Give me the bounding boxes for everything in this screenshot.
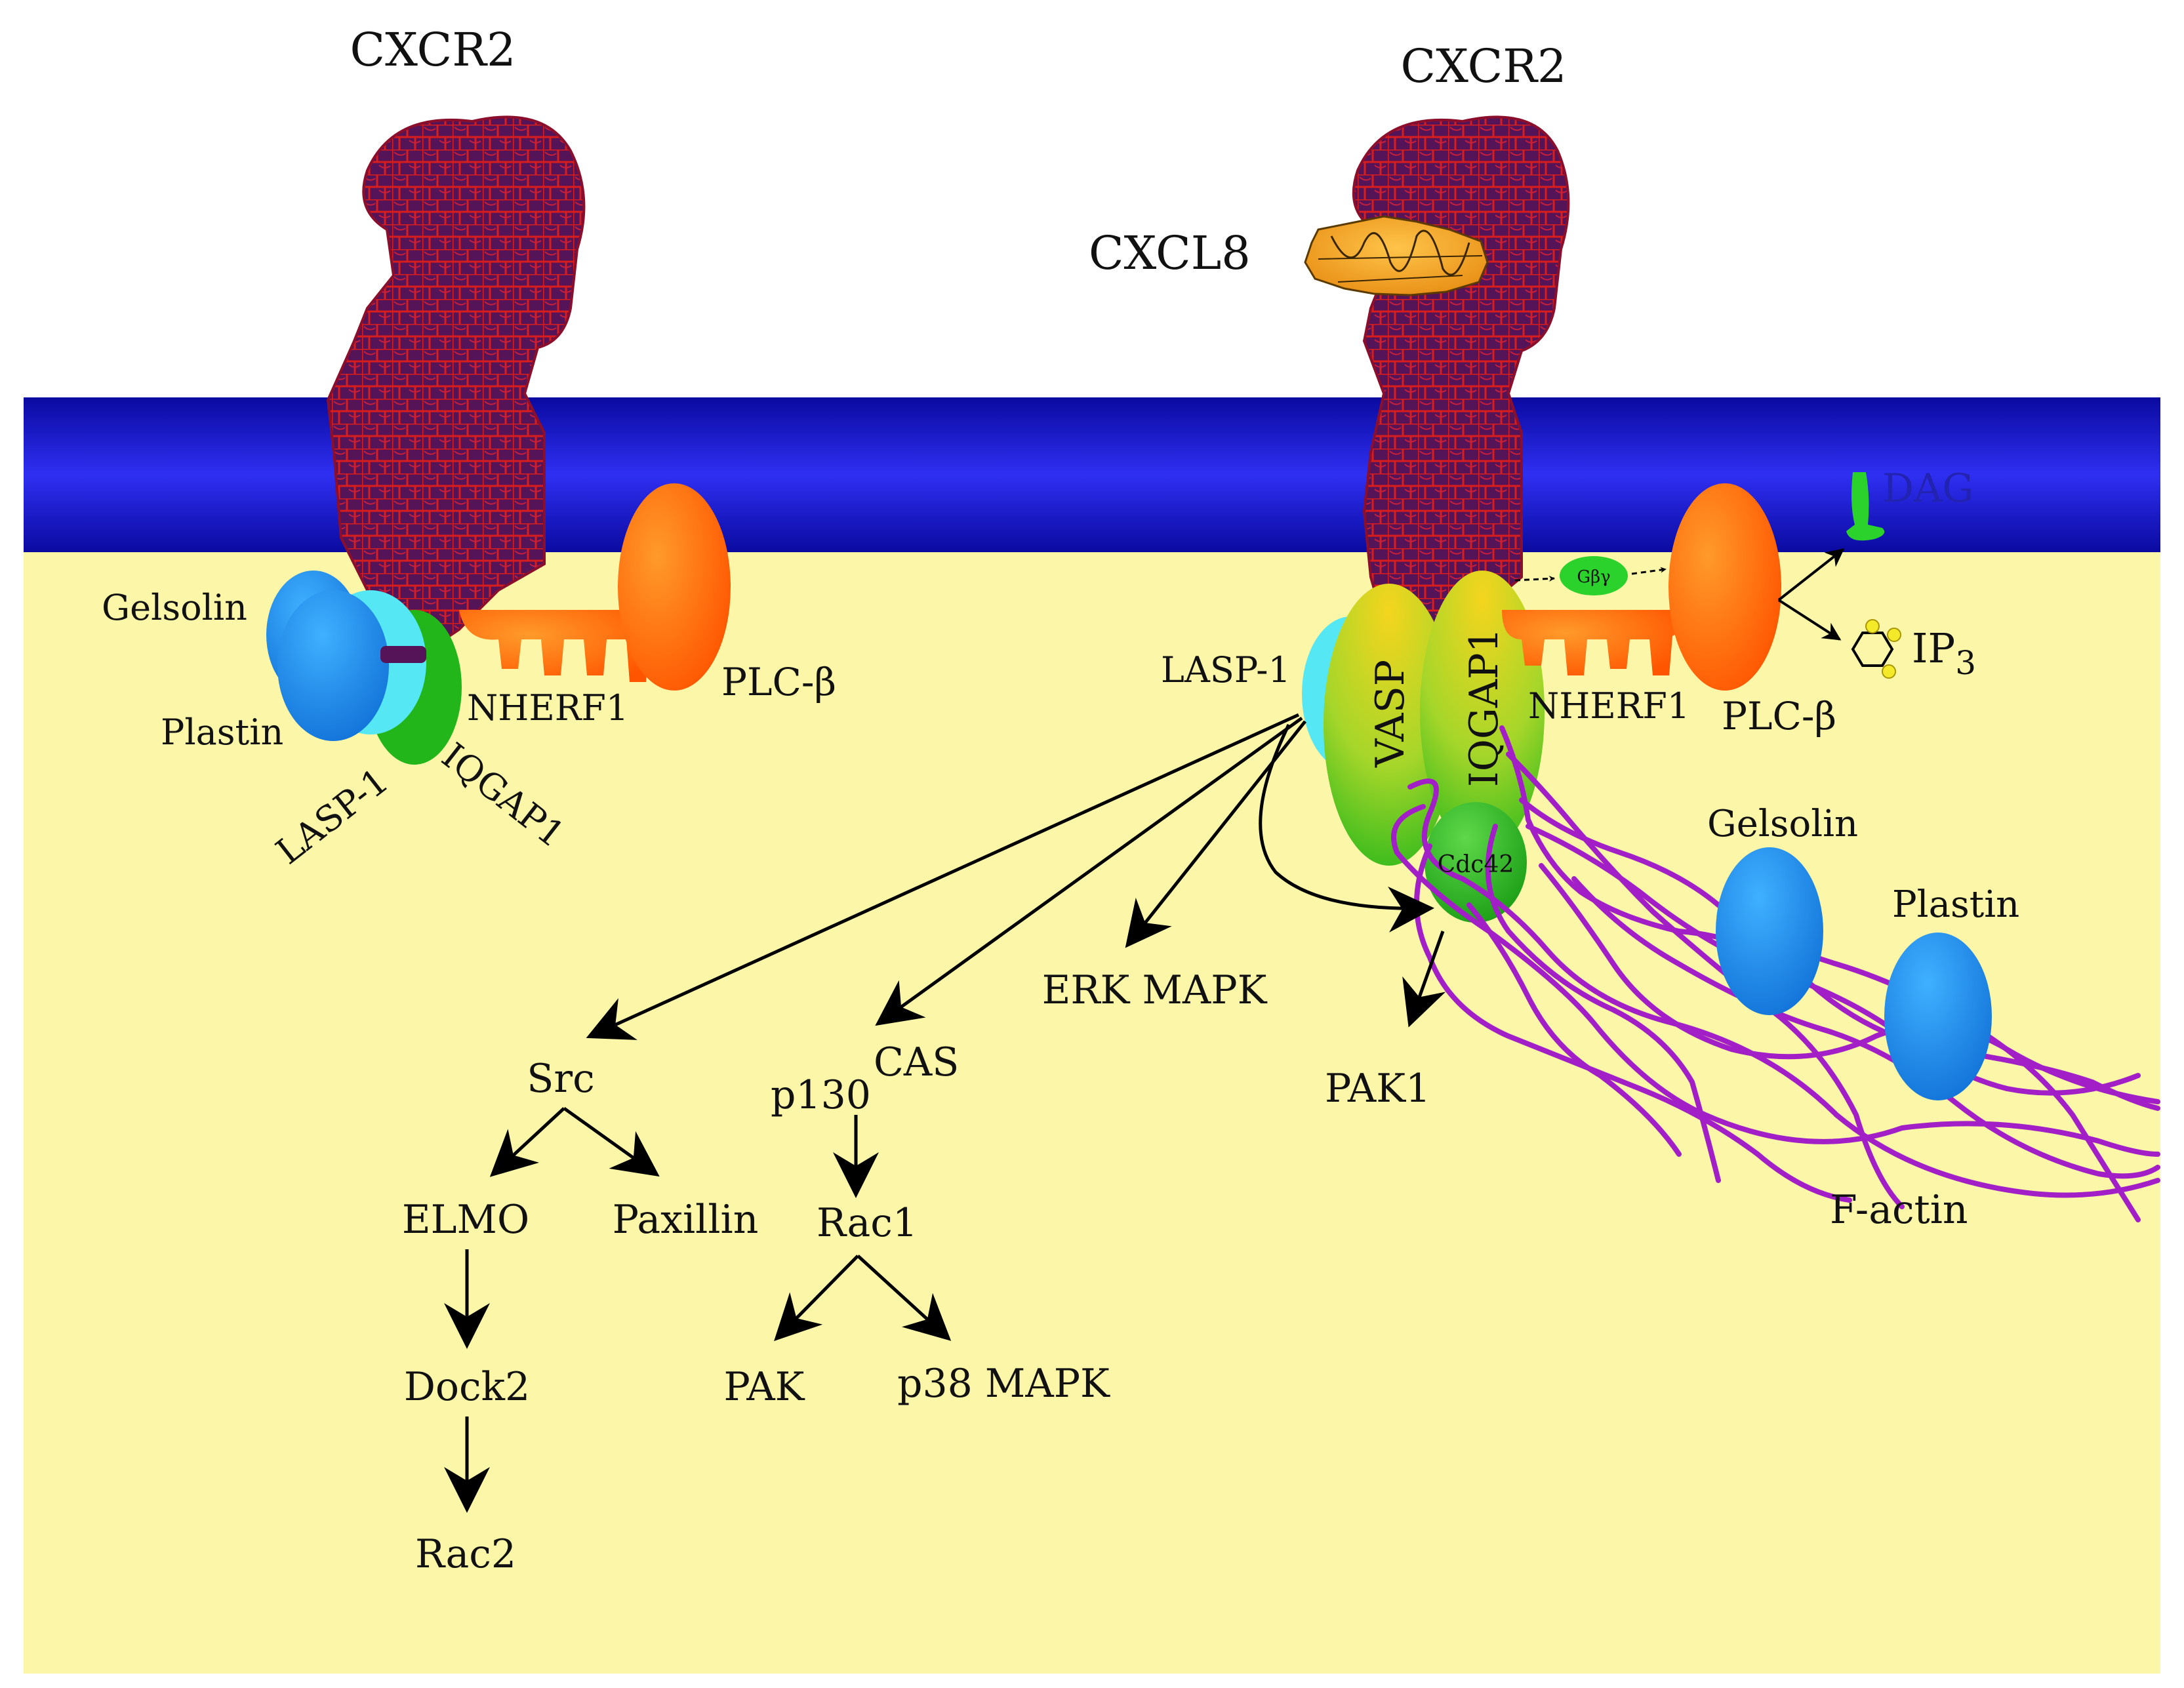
left-plc-beta-label: PLC-β	[721, 660, 836, 704]
right-lasp1-label: LASP-1	[1161, 649, 1291, 691]
erk-mapk-label: ERK MAPK	[1042, 967, 1268, 1013]
lasp1-to-src-arrow	[586, 713, 1300, 1040]
lasp1-to-cdc42-arrow	[1259, 723, 1434, 933]
right-gelsolin-protein	[1716, 847, 1823, 1015]
left-nherf1-label: NHERF1	[467, 687, 628, 729]
downstream-pathway-arrows	[444, 1106, 952, 1513]
left-receptor-linker	[380, 646, 426, 663]
left-plc-beta-protein	[618, 483, 731, 691]
plc-to-ip3-arrow	[1777, 599, 1842, 641]
right-plastin-label: Plastin	[1892, 883, 2019, 926]
gby-output-arrow	[1631, 567, 1667, 575]
pak-label: PAK	[723, 1364, 805, 1410]
rac1-to-p38-arrow	[857, 1255, 952, 1341]
p38-mapk-label: p38 MAPK	[897, 1361, 1110, 1407]
right-plastin-protein	[1884, 933, 1992, 1100]
left-gelsolin-label: Gelsolin	[102, 587, 247, 628]
right-cxcr2-label: CXCR2	[1401, 39, 1567, 93]
left-plastin-label: Plastin	[161, 712, 283, 753]
cxcl8-ligand	[1304, 215, 1489, 296]
gby-input-arrow	[1514, 575, 1555, 582]
right-plc-beta-protein	[1668, 483, 1781, 691]
cas-label: CAS	[874, 1039, 959, 1085]
left-cxcr2-receptor	[326, 115, 586, 658]
left-nherf1-protein	[459, 610, 658, 682]
cdc42-to-pak1-arrow	[1402, 931, 1446, 1028]
right-plc-beta-label: PLC-β	[1722, 694, 1836, 738]
right-iqgap1-label: IQGAP1	[1461, 628, 1507, 787]
cxcl8-label: CXCL8	[1089, 226, 1251, 280]
right-iqgap1-protein	[1420, 571, 1545, 853]
left-plastin-protein	[277, 590, 389, 741]
rac2-label: Rac2	[415, 1531, 516, 1577]
right-nherf1-label: NHERF1	[1528, 685, 1689, 727]
paxillin-label: Paxillin	[613, 1197, 759, 1243]
dag-label: DAG	[1882, 466, 1973, 512]
left-cxcr2-label: CXCR2	[350, 23, 516, 77]
rac1-to-pak-arrow	[774, 1255, 859, 1341]
f-actin-filaments	[1391, 725, 2160, 1222]
dag-lipid	[1846, 472, 1885, 541]
vasp-label: VASP	[1367, 660, 1413, 768]
g-beta-gamma-label: Gβγ	[1577, 567, 1610, 587]
plc-to-dag-arrow	[1777, 548, 1845, 601]
ip3-molecule	[1851, 619, 1901, 679]
pak1-label: PAK1	[1325, 1066, 1430, 1112]
rac1-label: Rac1	[817, 1200, 918, 1246]
f-actin-label: F-actin	[1830, 1187, 1968, 1233]
dock2-label: Dock2	[404, 1364, 530, 1410]
src-to-elmo-arrow	[489, 1107, 565, 1177]
lasp1-signaling-arrows	[586, 713, 1446, 1040]
right-gelsolin-label: Gelsolin	[1707, 803, 1858, 845]
cdc42-label: Cdc42	[1438, 851, 1514, 878]
right-vasp-protein	[1324, 584, 1455, 866]
g-beta-gamma-protein	[1560, 556, 1628, 595]
ip3-label: IP3	[1912, 624, 1976, 682]
right-nherf1-protein	[1502, 610, 1682, 675]
src-label: Src	[527, 1056, 594, 1102]
cdc42-protein	[1425, 802, 1527, 923]
src-to-paxillin-arrow	[563, 1106, 660, 1177]
lasp1-to-p130cas-arrow	[875, 716, 1303, 1026]
elmo-label: ELMO	[402, 1197, 529, 1243]
p130-label: p130	[771, 1072, 871, 1118]
